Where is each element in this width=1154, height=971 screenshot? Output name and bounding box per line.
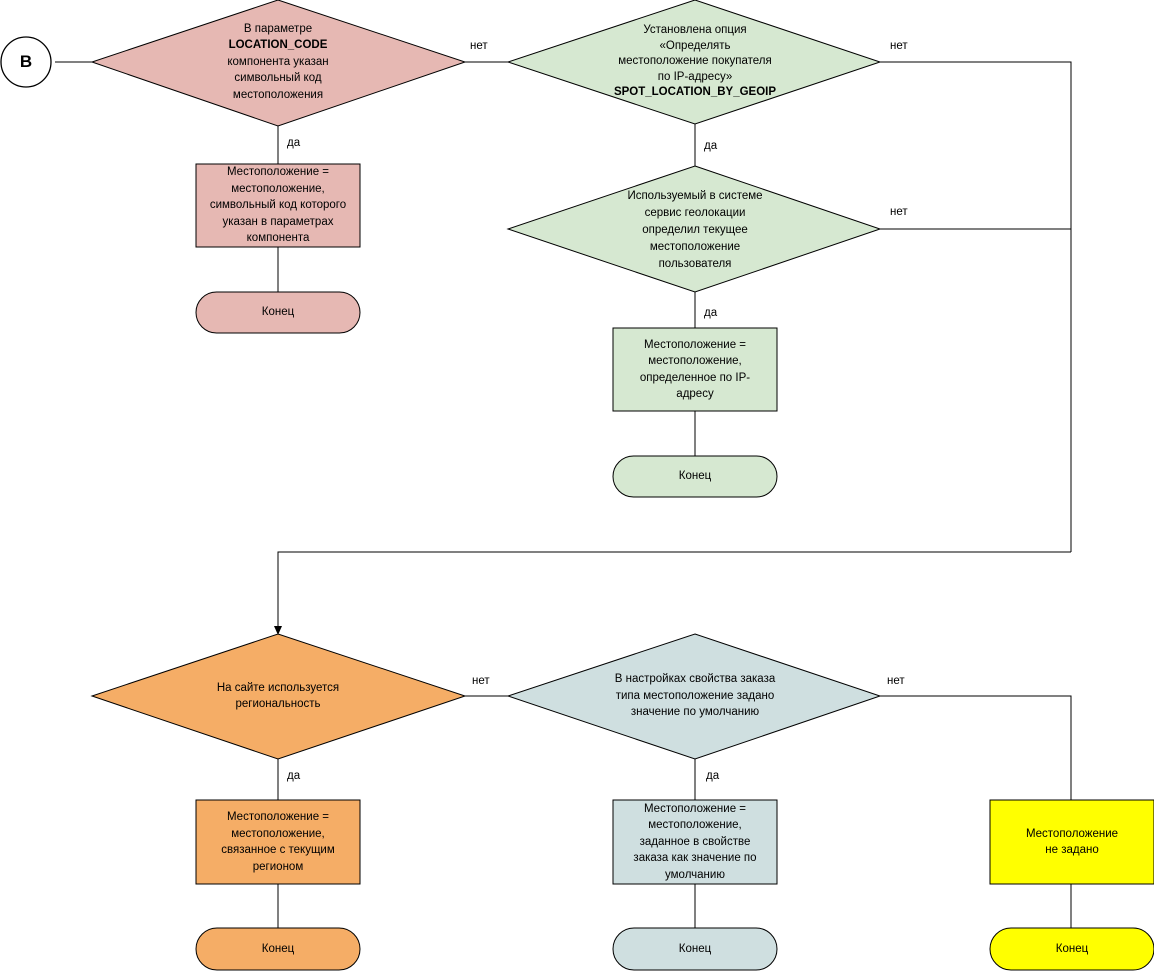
terminator-end-4 bbox=[612, 927, 778, 971]
terminator-end-3 bbox=[195, 927, 361, 971]
edge-label-yes-4: да bbox=[287, 770, 301, 782]
connector-d5-p5 bbox=[880, 695, 1072, 800]
label-end-3: Конец bbox=[261, 942, 295, 955]
label-process-location-by-code: Местоположение =местоположение,символьны… bbox=[209, 166, 347, 245]
label-end-1: Конец bbox=[261, 306, 295, 319]
process-location-default bbox=[612, 799, 778, 885]
terminator-end-5 bbox=[989, 927, 1154, 971]
arrowhead bbox=[274, 626, 282, 635]
connectors bbox=[55, 61, 1072, 928]
decision-geoip-option bbox=[506, 0, 882, 125]
process-location-by-region bbox=[195, 799, 361, 885]
decision-location-code bbox=[90, 0, 467, 127]
edge-label-no-3: нет bbox=[890, 206, 908, 218]
label-end-2: Конец bbox=[678, 470, 712, 483]
connector-merge-d4 bbox=[277, 551, 1071, 630]
edge-label-yes-1: да bbox=[287, 137, 301, 149]
decision-regionality bbox=[90, 633, 467, 760]
edge-label-yes-3: да bbox=[704, 307, 718, 319]
process-location-by-code bbox=[195, 163, 361, 248]
edge-label-yes-5: да bbox=[706, 770, 720, 782]
edge-label-no-5: нет bbox=[887, 675, 905, 687]
label-process-location-default: Местоположение =местоположение,заданное … bbox=[633, 802, 757, 881]
edge-label-no-4: нет bbox=[472, 675, 490, 687]
label-end-4: Конец bbox=[678, 942, 712, 955]
terminator-end-2 bbox=[612, 455, 778, 498]
connector-d2-no bbox=[880, 61, 1072, 552]
start-label: B bbox=[19, 52, 33, 71]
edge-label-no-2: нет bbox=[890, 40, 908, 52]
edge-label-yes-2: да bbox=[704, 140, 718, 152]
label-process-location-by-region: Местоположение =местоположение,связанное… bbox=[221, 811, 335, 873]
edge-label-no-1: нет bbox=[470, 40, 488, 52]
process-location-by-ip bbox=[612, 327, 778, 412]
terminator-end-1 bbox=[195, 291, 361, 334]
decision-default-value bbox=[506, 633, 882, 760]
start-circle bbox=[0, 36, 52, 88]
label-end-5: Конец bbox=[1055, 942, 1089, 955]
decision-geolocation-service bbox=[506, 165, 882, 293]
process-location-not-set bbox=[989, 799, 1154, 885]
label-process-location-by-ip: Местоположение =местоположение,определен… bbox=[639, 338, 751, 401]
